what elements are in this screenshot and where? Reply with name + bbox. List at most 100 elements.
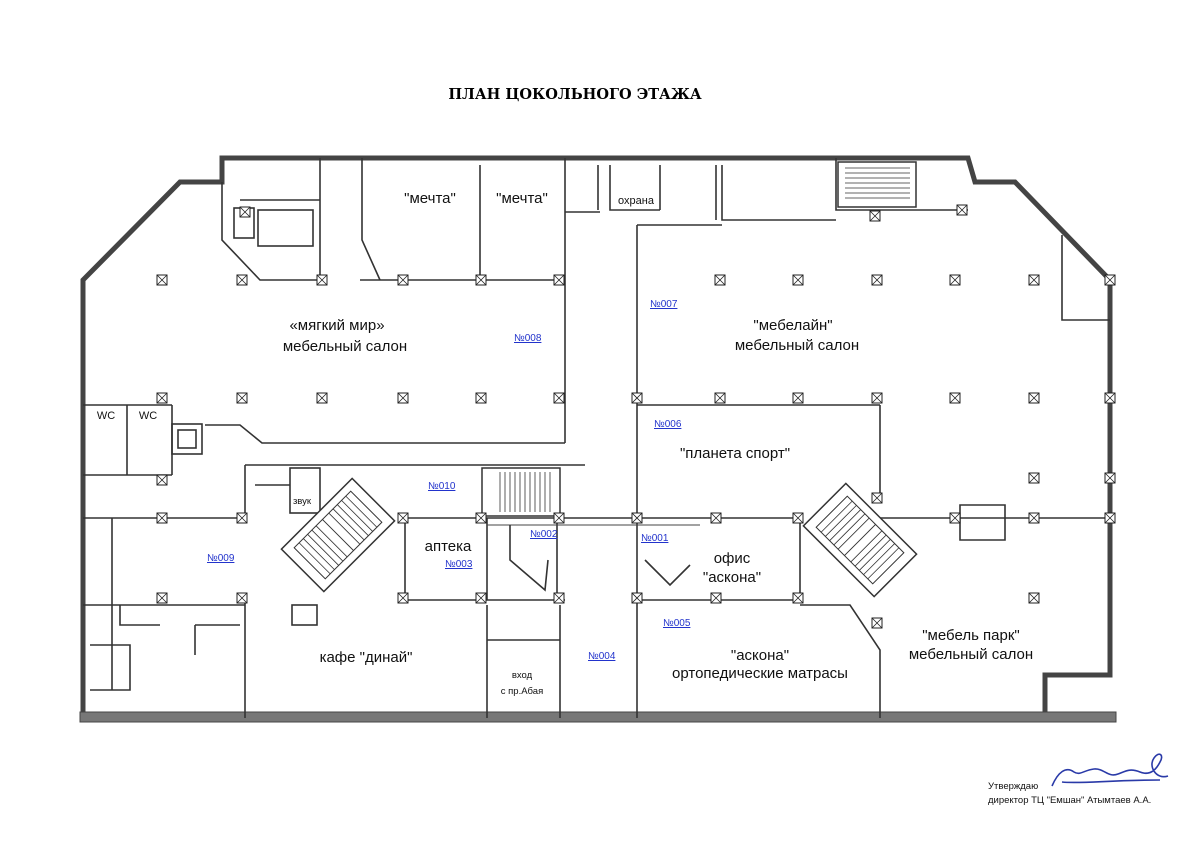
unit-link-004[interactable]: №004 <box>588 651 616 662</box>
column-marker <box>156 592 168 604</box>
column-marker <box>156 274 168 286</box>
column-marker <box>631 392 643 404</box>
column-marker <box>316 274 328 286</box>
column-marker <box>475 392 487 404</box>
column-marker <box>236 592 248 604</box>
approval-label: Утверждаю <box>988 781 1038 792</box>
column-marker <box>397 592 409 604</box>
column-marker <box>1104 392 1116 404</box>
unit-link-001[interactable]: №001 <box>641 533 669 544</box>
room-myagkiy-mir-name: «мягкий мир» <box>289 317 384 334</box>
unit-link-006[interactable]: №006 <box>654 419 682 430</box>
room-planeta-sport: "планета спорт" <box>680 445 790 462</box>
column-marker <box>156 512 168 524</box>
column-marker <box>1028 512 1040 524</box>
structural-columns <box>156 204 1116 629</box>
column-marker <box>553 274 565 286</box>
unit-link-002[interactable]: №002 <box>530 529 558 540</box>
column-marker <box>792 274 804 286</box>
column-marker <box>871 392 883 404</box>
top-right-staircase <box>837 161 917 208</box>
column-marker <box>239 206 251 218</box>
room-askona-name: "аскона" <box>731 647 789 664</box>
central-staircase <box>481 467 561 517</box>
left-escalator <box>280 477 396 593</box>
column-marker <box>475 512 487 524</box>
column-marker <box>397 274 409 286</box>
interior-walls <box>83 158 1110 718</box>
column-marker <box>1104 512 1116 524</box>
column-marker <box>710 512 722 524</box>
room-wc-2: WC <box>139 410 157 422</box>
column-marker <box>553 592 565 604</box>
column-marker <box>871 617 883 629</box>
column-marker <box>1104 274 1116 286</box>
column-marker <box>792 392 804 404</box>
room-okhrana: охрана <box>618 195 655 207</box>
column-marker <box>631 592 643 604</box>
unit-link-003[interactable]: №003 <box>445 559 473 570</box>
column-marker <box>949 392 961 404</box>
column-marker <box>475 592 487 604</box>
room-ofis-brand: "аскона" <box>703 569 761 586</box>
column-marker <box>949 512 961 524</box>
room-mebelain-type: мебельный салон <box>735 337 859 354</box>
unit-links: №001 №002 №003 №004 №005 №006 №007 №008 … <box>207 299 691 662</box>
column-marker <box>871 492 883 504</box>
column-marker <box>236 274 248 286</box>
column-marker <box>156 392 168 404</box>
outer-walls <box>79 155 1117 723</box>
room-vhod-address: с пр.Абая <box>501 686 543 697</box>
room-mebelain-name: "мебелайн" <box>753 317 832 334</box>
column-marker <box>1028 592 1040 604</box>
room-ofis-name: офис <box>714 550 751 567</box>
column-marker <box>956 204 968 216</box>
room-mechta-1: "мечта" <box>404 190 456 207</box>
column-marker <box>871 274 883 286</box>
column-marker <box>949 274 961 286</box>
room-myagkiy-mir-type: мебельный салон <box>283 338 407 355</box>
approval-block: Утверждаю директор ТЦ "Емшан" Атымтаев А… <box>988 753 1169 806</box>
unit-link-005[interactable]: №005 <box>663 618 691 629</box>
column-marker <box>714 392 726 404</box>
column-marker <box>1028 392 1040 404</box>
room-zvuk: звук <box>293 496 312 507</box>
unit-link-010[interactable]: №010 <box>428 481 456 492</box>
approval-director: директор ТЦ "Емшан" Атымтаев А.А. <box>988 795 1151 806</box>
column-marker <box>792 592 804 604</box>
column-marker <box>236 512 248 524</box>
column-marker <box>710 592 722 604</box>
room-kafe-dinai: кафе "динай" <box>320 649 413 666</box>
room-apteka: аптека <box>425 538 472 555</box>
unit-link-007[interactable]: №007 <box>650 299 678 310</box>
column-marker <box>1028 472 1040 484</box>
column-marker <box>397 392 409 404</box>
column-marker <box>869 210 881 222</box>
unit-link-008[interactable]: №008 <box>514 333 542 344</box>
room-mebel-park-type: мебельный салон <box>909 646 1033 663</box>
column-marker <box>1104 472 1116 484</box>
plan-title: ПЛАН ЦОКОЛЬНОГО ЭТАЖА <box>448 86 702 103</box>
column-marker <box>714 274 726 286</box>
column-marker <box>475 274 487 286</box>
column-marker <box>236 392 248 404</box>
unit-link-009[interactable]: №009 <box>207 553 235 564</box>
column-marker <box>1028 274 1040 286</box>
room-mechta-2: "мечта" <box>496 190 548 207</box>
room-wc-1: WC <box>97 410 115 422</box>
column-marker <box>631 512 643 524</box>
column-marker <box>553 392 565 404</box>
column-marker <box>397 512 409 524</box>
right-escalator <box>802 482 918 598</box>
column-marker <box>316 392 328 404</box>
room-mebel-park-name: "мебель парк" <box>922 627 1020 644</box>
room-labels: "мечта" "мечта" охрана «мягкий мир» мебе… <box>97 190 1033 697</box>
column-marker <box>156 474 168 486</box>
column-marker <box>553 512 565 524</box>
room-askona-type: ортопедические матрасы <box>672 665 848 682</box>
column-marker <box>792 512 804 524</box>
signature <box>1051 753 1169 787</box>
room-vhod: вход <box>512 670 533 681</box>
